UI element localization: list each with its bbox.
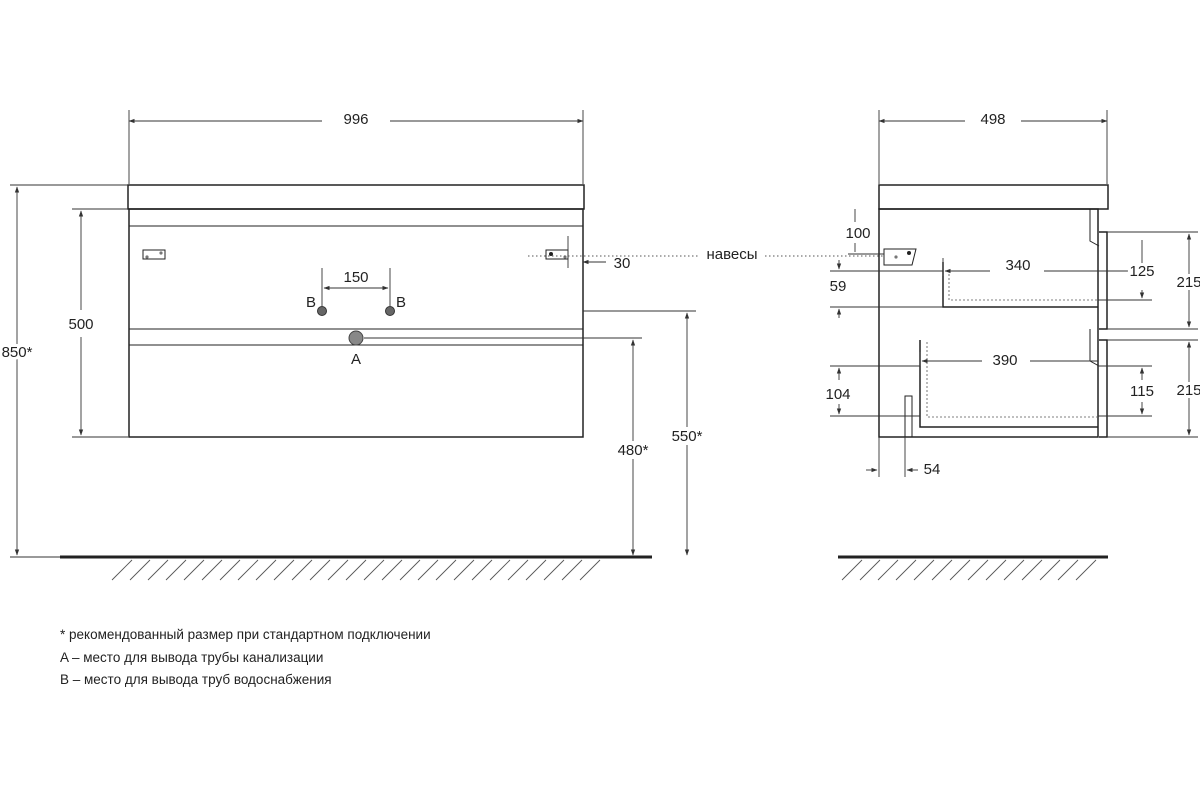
dim-front-width-label: 996 bbox=[343, 111, 368, 128]
dim-hook-drop-label: 100 bbox=[845, 225, 870, 242]
note-drain: A – место для вывода трубы канализации bbox=[60, 649, 324, 665]
front-hinge-left bbox=[142, 249, 166, 260]
dim-drawer1-offset-label: 59 bbox=[830, 278, 847, 295]
dim-drawer2-front bbox=[1107, 339, 1198, 438]
supply-outlet-left bbox=[317, 306, 327, 316]
dim-front-width bbox=[128, 110, 584, 184]
dim-supply-height-label: 550* bbox=[672, 428, 703, 445]
drain-outlet bbox=[348, 330, 364, 346]
dim-drawer2-depth bbox=[919, 352, 1098, 366]
side-drawer-front-upper bbox=[1099, 231, 1108, 330]
side-cabinet bbox=[878, 208, 1099, 438]
dim-drawer1-depth-label: 340 bbox=[1005, 257, 1030, 274]
side-countertop bbox=[878, 184, 1109, 210]
dim-drawer1-offset bbox=[830, 260, 943, 318]
dim-supply-spacing bbox=[321, 268, 391, 306]
side-drawer-front-lower bbox=[1099, 339, 1108, 438]
dim-drawer2-offset bbox=[830, 365, 920, 417]
supply-outlet-right bbox=[385, 306, 395, 316]
dim-back-offset-label: 54 bbox=[924, 461, 941, 478]
side-hinge bbox=[883, 248, 917, 266]
dim-drawer2-height bbox=[1098, 365, 1152, 417]
dim-drawer1-height bbox=[1098, 240, 1152, 301]
dim-drawer2-offset-label: 104 bbox=[825, 386, 850, 403]
side-drawer-lower bbox=[919, 340, 1098, 428]
dim-hook-drop bbox=[848, 209, 884, 255]
dim-drawer1-height-label: 125 bbox=[1129, 263, 1154, 280]
dim-drain-height bbox=[364, 337, 642, 556]
dim-drawer1-depth bbox=[942, 258, 1098, 276]
dim-drawer2-height-label: 115 bbox=[1130, 383, 1154, 400]
dim-cabinet-height-label: 500 bbox=[68, 316, 93, 333]
dim-drawer1-front bbox=[1107, 231, 1198, 330]
dim-supply-spacing-label: 150 bbox=[343, 269, 368, 286]
notes: * рекомендованный размер при стандартном… bbox=[60, 624, 431, 692]
dim-drawer2-front-label: 215 bbox=[1176, 382, 1200, 399]
side-grip-upper bbox=[1089, 209, 1100, 247]
dim-hook-offset bbox=[567, 236, 606, 268]
dim-back-offset bbox=[866, 437, 918, 477]
dim-side-depth bbox=[878, 110, 1108, 184]
dim-drain-height-label: 480* bbox=[618, 442, 649, 459]
note-supply: B – место для вывода труб водоснабжения bbox=[60, 672, 332, 687]
floor-side bbox=[838, 555, 1108, 581]
note-recommended: * рекомендованный размер при стандартном… bbox=[60, 627, 431, 642]
side-view bbox=[878, 184, 1109, 438]
dim-hook-offset-label: 30 bbox=[614, 255, 631, 272]
hinge-label: навесы bbox=[706, 246, 757, 263]
front-cabinet bbox=[128, 208, 584, 438]
dim-cabinet-height bbox=[72, 208, 128, 438]
floor-front bbox=[60, 555, 652, 581]
label-b-left: B bbox=[306, 294, 316, 311]
label-a: A bbox=[351, 351, 361, 368]
front-countertop bbox=[127, 184, 585, 210]
dim-total-height bbox=[10, 184, 128, 558]
front-hinge-right bbox=[545, 249, 569, 260]
dim-drawer2-depth-label: 390 bbox=[992, 352, 1017, 369]
front-view bbox=[127, 184, 585, 438]
side-back-notch bbox=[904, 395, 913, 437]
dim-side-depth-label: 498 bbox=[980, 111, 1005, 128]
dim-total-height-label: 850* bbox=[2, 344, 33, 361]
label-b-right: B bbox=[396, 294, 406, 311]
dim-drawer1-front-label: 215 bbox=[1176, 274, 1200, 291]
